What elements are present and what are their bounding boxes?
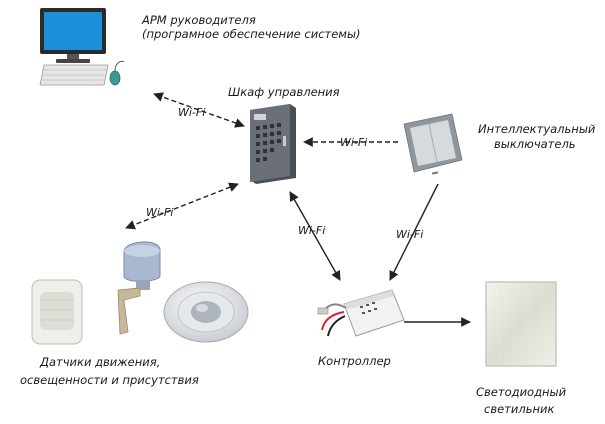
lamp-label-line1: Светодиодный xyxy=(476,385,567,399)
wifi-label-cabinet-workstation: Wi-Fi xyxy=(178,106,205,119)
led-lamp-icon xyxy=(485,281,557,367)
lamp-label-line2: светильник xyxy=(484,402,554,416)
light-sensor-icon xyxy=(117,241,161,335)
controller-label: Контроллер xyxy=(318,354,391,368)
presence-sensor-icon xyxy=(163,281,249,343)
control-cabinet-icon xyxy=(250,104,296,184)
workstation-icon xyxy=(39,8,125,86)
link-cabinet-controller xyxy=(289,191,341,281)
switch-label-line2: выключатель xyxy=(494,137,576,151)
workstation-label-line2: (програмное обеспечение системы) xyxy=(142,27,361,41)
wifi-label-switch-controller: Wi-Fi xyxy=(396,228,423,241)
sensors-label-line1: Датчики движения, xyxy=(39,355,160,369)
motion-sensor-icon xyxy=(31,279,83,345)
intelligent-switch-icon xyxy=(403,113,463,175)
controller-icon xyxy=(317,289,405,337)
cabinet-label: Шкаф управления xyxy=(228,85,340,99)
wifi-label-cabinet-controller: Wi-Fi xyxy=(298,224,325,237)
link-cabinet-sensors xyxy=(125,182,239,230)
workstation-label-line1: АРМ руководителя xyxy=(141,13,256,27)
link-switch-controller xyxy=(389,183,439,281)
switch-label-line1: Интеллектуальный xyxy=(478,122,596,136)
wifi-label-switch-cabinet: Wi-Fi xyxy=(340,136,367,149)
sensors-label-line2: освещенности и присутствия xyxy=(20,373,199,387)
wifi-label-cabinet-sensors: Wi-Fi xyxy=(146,206,173,219)
